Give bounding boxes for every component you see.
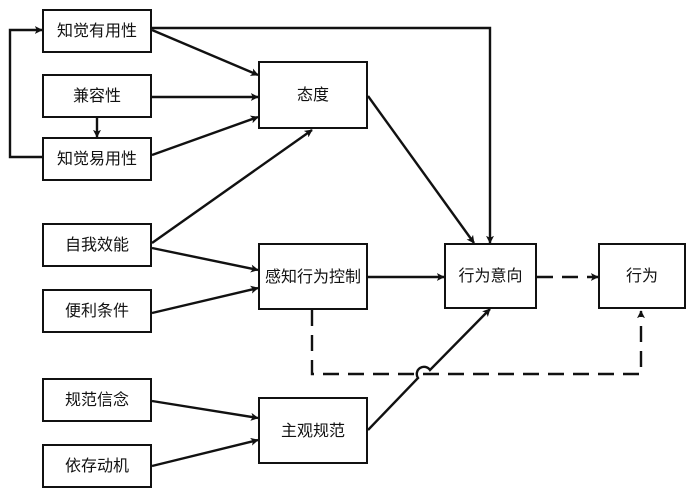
node-label: 感知行为控制 (264, 266, 361, 286)
node-perceived-usefulness: 知觉有用性 (42, 9, 152, 53)
node-facilitating-conditions: 便利条件 (42, 289, 152, 333)
node-label: 态度 (296, 85, 329, 104)
arrow-usefulness-to-intention (152, 26, 494, 244)
arrow-normative-to-subjective (151, 399, 259, 421)
node-label: 行为意向 (458, 266, 523, 285)
arrow-usefulness-to-attitude (151, 28, 259, 77)
node-label: 行为 (625, 266, 658, 285)
node-label: 自我效能 (64, 235, 129, 254)
arrow-motivation-to-subjective (151, 437, 259, 468)
node-label: 知觉有用性 (56, 21, 137, 40)
node-subjective-norm: 主观规范 (258, 397, 368, 464)
arrow-facilitating-to-control (151, 285, 259, 315)
node-behavioral-intention: 行为意向 (444, 243, 537, 309)
arrow-attitude-to-intention (367, 95, 475, 244)
node-attitude: 态度 (258, 61, 368, 129)
arrow-self-efficacy-to-control (151, 246, 259, 273)
node-perceived-ease-of-use: 知觉易用性 (42, 137, 152, 181)
node-behavior: 行为 (598, 243, 686, 309)
node-motivation-to-comply: 依存动机 (42, 444, 152, 488)
node-label: 依存动机 (64, 456, 129, 475)
node-label: 主观规范 (280, 420, 345, 440)
node-self-efficacy: 自我效能 (42, 223, 152, 267)
node-label: 知觉易用性 (56, 149, 137, 168)
node-label: 便利条件 (64, 301, 129, 320)
node-normative-beliefs: 规范信念 (42, 378, 152, 422)
arrow-ease-of-use-to-attitude (151, 115, 259, 157)
node-perceived-behavioral-control: 感知行为控制 (258, 243, 368, 310)
arrow-ease-of-use-to-usefulness (8, 26, 43, 159)
node-compatibility: 兼容性 (42, 74, 152, 118)
node-label: 规范信念 (64, 390, 129, 409)
node-label: 兼容性 (72, 86, 121, 105)
arrow-self-efficacy-to-attitude (151, 129, 313, 244)
arrow-control-to-behavior (310, 310, 645, 376)
arrow-subjective-to-intention (367, 308, 491, 431)
